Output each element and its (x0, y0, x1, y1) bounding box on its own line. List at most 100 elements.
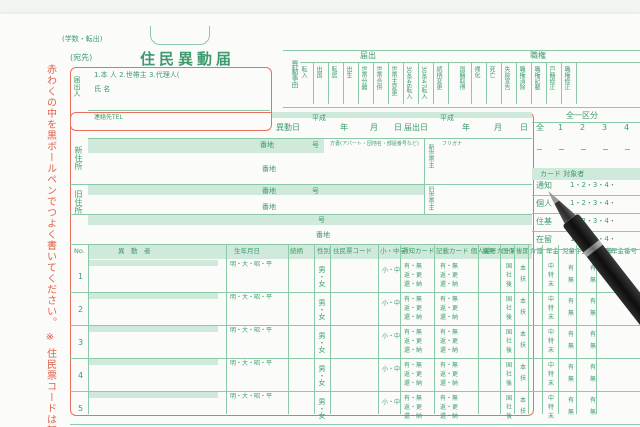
table-header-cell: 異 動 者 (118, 247, 151, 255)
old-address-banchi-top: 番地 (262, 187, 276, 195)
row-umu: 無 (568, 409, 575, 416)
new-head-divider (424, 138, 425, 184)
row-furigana-band (88, 326, 218, 332)
row-card-option: 返・更 (440, 305, 459, 312)
applicant-options: 1.本 人 2.世帯主 3.代理人( (94, 71, 180, 79)
row-tokuyou: 特 (548, 338, 555, 345)
table-top-rule (70, 244, 532, 245)
row-umu-2: 有 (590, 298, 597, 305)
table-header-cell: 住民票コード (333, 247, 372, 255)
row-sex: 男・女 (318, 365, 326, 386)
applicant-tel-label: 連絡先TEL (94, 114, 123, 121)
reason-divider (328, 62, 329, 104)
row-divider (70, 391, 640, 392)
column-divider (514, 245, 515, 414)
row-school: 小・中 (382, 366, 401, 373)
row-kaigo: 本 (520, 397, 527, 404)
row-umu-2: 有 (590, 265, 597, 272)
row-kokuho: 後 (506, 314, 513, 321)
row-notify-option: 還・納 (404, 314, 423, 321)
rights-divider (486, 62, 487, 104)
row-notify-option: 返・更 (404, 371, 423, 378)
row-kaigo: 扶 (520, 408, 527, 415)
row-notify-option: 還・納 (404, 281, 423, 288)
reason-divider (418, 62, 419, 104)
old-head-label: 旧世帯主 (427, 186, 434, 210)
row-tokuyou: 特 (548, 371, 555, 378)
row-umu-2: 無 (590, 343, 597, 350)
column-divider (596, 245, 597, 414)
row-kokuho: 国 (506, 263, 513, 270)
row-number: 3 (78, 338, 84, 347)
side-row-label: 住基 (536, 217, 552, 226)
row-umu: 無 (568, 310, 575, 317)
notice-date-year: 年 (462, 123, 470, 132)
reason-divider (448, 62, 449, 104)
form-title: 住民異動届 (140, 50, 236, 68)
row-notify-option: 返・更 (404, 305, 423, 312)
old-address-go: 号 (312, 187, 319, 195)
row-notify-option: 有・無 (404, 362, 423, 369)
reason-divider (373, 62, 374, 104)
side-rule (532, 122, 640, 123)
row-tokuyou: 末 (548, 413, 555, 420)
column-divider (226, 245, 227, 414)
new-address-banchi: 番地 (262, 165, 276, 173)
old-address-band (88, 185, 424, 195)
row-notify-option: 返・更 (404, 338, 423, 345)
row-card-option: 返・更 (440, 272, 459, 279)
rights-cell: 死亡 (488, 66, 495, 78)
rights-divider (531, 62, 532, 104)
table-header-cell: 生年月日 (234, 247, 260, 255)
row-tokuyou: 末 (548, 347, 555, 354)
reason-cell: 出国 (315, 66, 322, 78)
side-row-label: 在留 (536, 235, 552, 244)
row-kokuho: 後 (506, 413, 513, 420)
reasons-rule (300, 62, 640, 63)
row-tokuyou: 特 (548, 272, 555, 279)
number-stamp-box (150, 26, 210, 45)
new-address-banchi-top: 番地 (260, 141, 274, 149)
move-date-label: 異動日 (276, 123, 300, 132)
row-card-option: 有・無 (440, 329, 459, 336)
extra-address-banchi: 番地 (316, 231, 330, 239)
recipient-label: (宛先) (70, 53, 93, 62)
residence-form-paper: (学数・転出) 住民異動届 (宛先) 赤わくの中を黒ボールペンでつよく書いてくだ… (0, 14, 640, 427)
row-umu-2: 無 (590, 277, 597, 284)
row-card-option: 還・納 (440, 281, 459, 288)
rights-cell: 帰化 (473, 66, 480, 78)
column-divider (330, 245, 331, 414)
side-column-number: 4 (624, 123, 630, 132)
side-row-sequence: 1・2・3・4・ (570, 181, 616, 189)
side-row-rule (532, 213, 640, 214)
old-head-divider (424, 184, 425, 214)
row-kokuho: 後 (506, 380, 513, 387)
row-card-option: 返・更 (440, 404, 459, 411)
row-birth-era: 明・大・昭・平 (230, 327, 273, 334)
column-divider (542, 245, 543, 414)
row-number: 5 (78, 404, 84, 413)
row-tokuyou: 中 (548, 362, 555, 369)
row-tokuyou: 特 (548, 305, 555, 312)
row-kokuho: 社 (506, 338, 513, 345)
side-column-dash: − (602, 145, 609, 154)
rights-divider (471, 62, 472, 104)
rights-cell: 戸籍修正 (548, 66, 555, 90)
row-furigana-band (88, 260, 218, 266)
side-row-sequence: 1・2・3・4・ (570, 199, 616, 207)
table-header-cell: 通知カード (402, 247, 435, 255)
row-sex: 男・女 (318, 299, 326, 320)
row-tokuyou: 末 (548, 380, 555, 387)
table-header-cell: 介護 (530, 247, 543, 255)
applicant-section-label: 届出人 (73, 76, 81, 97)
row-kokuho: 社 (506, 404, 513, 411)
reason-divider (343, 62, 344, 104)
applicant-rule (88, 110, 270, 111)
left-notice: 赤わくの中を黒ボールペンでつよく書いてください。 ※ 住民票コードは転入時のみ (44, 64, 56, 427)
row-furigana-band (88, 293, 218, 299)
row-card-option: 還・納 (440, 314, 459, 321)
move-date-year: 年 (340, 123, 348, 132)
row-birth-era: 明・大・昭・平 (230, 360, 273, 367)
side-column-dash: − (624, 145, 631, 154)
column-divider (558, 245, 559, 414)
